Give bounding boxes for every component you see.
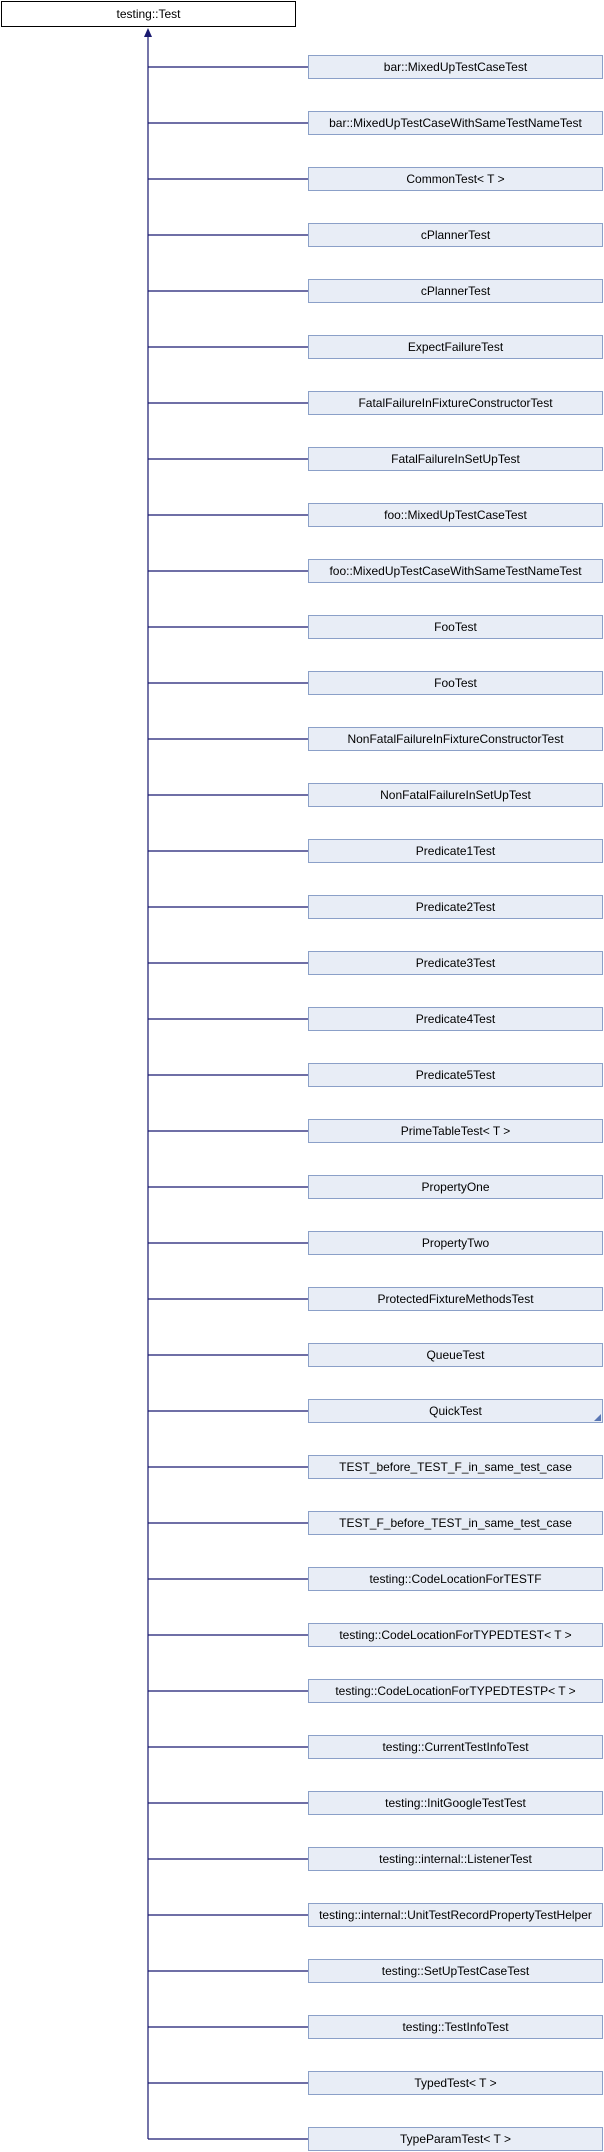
class-node-test-before-test-f-in-same-test-case-25[interactable]: TEST_before_TEST_F_in_same_test_case: [308, 1455, 603, 1479]
class-node-typedtest-t-36[interactable]: TypedTest< T >: [308, 2071, 603, 2095]
class-node-testing-testinfotest-35[interactable]: testing::TestInfoTest: [308, 2015, 603, 2039]
class-node-testing-currenttestinfotest-30[interactable]: testing::CurrentTestInfoTest: [308, 1735, 603, 1759]
class-node-test-f-before-test-in-same-test-case-26[interactable]: TEST_F_before_TEST_in_same_test_case: [308, 1511, 603, 1535]
class-node-foo-mixeduptestcasetest-8[interactable]: foo::MixedUpTestCaseTest: [308, 503, 603, 527]
class-node-bar-mixeduptestcasetest-0[interactable]: bar::MixedUpTestCaseTest: [308, 55, 603, 79]
class-node-testing-setuptestcasetest-34[interactable]: testing::SetUpTestCaseTest: [308, 1959, 603, 1983]
class-node-footest-11[interactable]: FooTest: [308, 671, 603, 695]
class-node-testing-codelocationfortypedtestp-t-29[interactable]: testing::CodeLocationForTYPEDTESTP< T >: [308, 1679, 603, 1703]
class-node-expectfailuretest-5[interactable]: ExpectFailureTest: [308, 335, 603, 359]
class-node-predicate5test-18[interactable]: Predicate5Test: [308, 1063, 603, 1087]
class-node-cplannertest-3[interactable]: cPlannerTest: [308, 223, 603, 247]
class-node-fatalfailureinsetuptest-7[interactable]: FatalFailureInSetUpTest: [308, 447, 603, 471]
class-node-typeparamtest-t-37[interactable]: TypeParamTest< T >: [308, 2127, 603, 2151]
class-node-protectedfixturemethodstest-22[interactable]: ProtectedFixtureMethodsTest: [308, 1287, 603, 1311]
arrowhead-icon: [144, 28, 152, 37]
class-node-predicate4test-17[interactable]: Predicate4Test: [308, 1007, 603, 1031]
has-subclasses-icon: [594, 1414, 601, 1421]
class-node-testing-initgoogletesttest-31[interactable]: testing::InitGoogleTestTest: [308, 1791, 603, 1815]
class-node-nonfatalfailureinfixtureconstructortest-12[interactable]: NonFatalFailureInFixtureConstructorTest: [308, 727, 603, 751]
class-node-predicate2test-15[interactable]: Predicate2Test: [308, 895, 603, 919]
class-node-commontest-t-2[interactable]: CommonTest< T >: [308, 167, 603, 191]
class-node-bar-mixeduptestcasewithsametestnametest-1[interactable]: bar::MixedUpTestCaseWithSameTestNameTest: [308, 111, 603, 135]
class-node-fatalfailureinfixtureconstructortest-6[interactable]: FatalFailureInFixtureConstructorTest: [308, 391, 603, 415]
class-node-queuetest-23[interactable]: QueueTest: [308, 1343, 603, 1367]
class-node-propertyone-20[interactable]: PropertyOne: [308, 1175, 603, 1199]
class-node-quicktest-24[interactable]: QuickTest: [308, 1399, 603, 1423]
base-class-node[interactable]: testing::Test: [1, 1, 296, 27]
class-node-nonfatalfailureinsetuptest-13[interactable]: NonFatalFailureInSetUpTest: [308, 783, 603, 807]
class-node-propertytwo-21[interactable]: PropertyTwo: [308, 1231, 603, 1255]
class-node-testing-codelocationfortestf-27[interactable]: testing::CodeLocationForTESTF: [308, 1567, 603, 1591]
class-node-cplannertest-4[interactable]: cPlannerTest: [308, 279, 603, 303]
class-node-testing-internal-listenertest-32[interactable]: testing::internal::ListenerTest: [308, 1847, 603, 1871]
class-node-foo-mixeduptestcasewithsametestnametest-9[interactable]: foo::MixedUpTestCaseWithSameTestNameTest: [308, 559, 603, 583]
class-node-footest-10[interactable]: FooTest: [308, 615, 603, 639]
class-node-primetabletest-t-19[interactable]: PrimeTableTest< T >: [308, 1119, 603, 1143]
class-node-testing-internal-unittestrecordpropertytesthelper-33[interactable]: testing::internal::UnitTestRecordPropert…: [308, 1903, 603, 1927]
class-node-predicate1test-14[interactable]: Predicate1Test: [308, 839, 603, 863]
class-node-testing-codelocationfortypedtest-t-28[interactable]: testing::CodeLocationForTYPEDTEST< T >: [308, 1623, 603, 1647]
class-node-predicate3test-16[interactable]: Predicate3Test: [308, 951, 603, 975]
